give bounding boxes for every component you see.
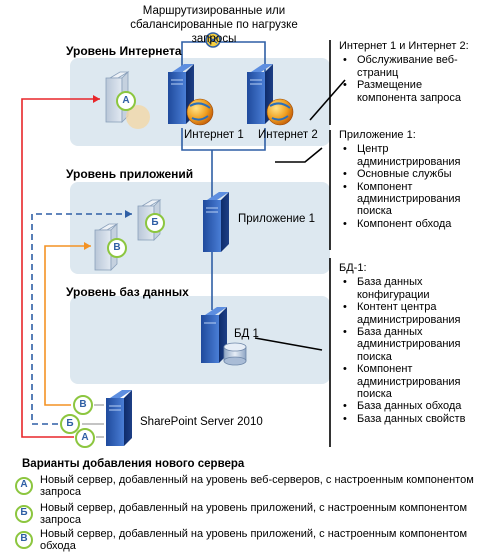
side-panel-item: Размещение компонента запроса: [343, 79, 485, 104]
legend-item-text: Новый сервер, добавленный на уровень веб…: [40, 474, 474, 498]
badge-v-icon: [15, 531, 33, 549]
routing-label: Маршрутизированные или сбалансированные …: [130, 5, 298, 45]
legend-item-text: Новый сервер, добавленный на уровень при…: [40, 528, 468, 552]
side-panel-title: БД-1:: [339, 262, 367, 274]
side-panel-item: Компонент обхода: [343, 218, 485, 231]
side-panel-database: БД-1: База данных конфигурации Контент ц…: [339, 262, 485, 426]
badge-a-connector-icon: [75, 428, 95, 448]
ghost-server-b-icon: [137, 199, 165, 241]
side-panel-item: База данных обхода: [343, 400, 485, 413]
side-panel-item: Компонент администрирования поиска: [343, 363, 485, 400]
internet1-server-icon: [168, 64, 214, 126]
legend-item-text: Новый сервер, добавленный на уровень при…: [40, 502, 468, 526]
badge-v-letter: В: [113, 242, 121, 253]
internet2-label: Интернет 2: [258, 129, 318, 141]
badge-b-icon: [15, 505, 33, 523]
db1-server-icon: [201, 307, 247, 366]
side-panel-title: Приложение 1:: [339, 129, 416, 141]
badge-a-icon: [15, 477, 33, 495]
sharepoint-server-icon: [106, 390, 132, 446]
sharepoint-label: SharePoint Server 2010: [140, 416, 263, 428]
legend-badge-letter: А: [20, 479, 28, 490]
badge-v-connector-letter: В: [79, 399, 87, 410]
database-tier-panel: [70, 296, 330, 384]
side-panel-item: База данных администрирования поиска: [343, 326, 485, 363]
side-panel-item: Центр администрирования: [343, 143, 485, 168]
side-panel-internet: Интернет 1 и Интернет 2: Обслуживание ве…: [339, 40, 485, 104]
internet1-label: Интернет 1: [184, 129, 244, 141]
badge-b-connector-letter: Б: [66, 418, 74, 429]
side-panel-item: Обслуживание веб-страниц: [343, 54, 485, 79]
badge-b-connector-icon: [60, 414, 80, 434]
legend-badge-letter: Б: [20, 507, 28, 518]
internet2-server-icon: [247, 64, 294, 126]
badge-a-connector-letter: А: [81, 432, 89, 443]
router-icon: [205, 32, 221, 48]
ghost-server-c-icon: [94, 223, 127, 271]
side-panel-item: База данных конфигурации: [343, 276, 485, 301]
database-tier-title: Уровень баз данных: [66, 285, 189, 299]
ghost-server-a-icon: [105, 71, 150, 129]
legend-badge-letter: В: [20, 533, 28, 544]
side-panel-item: Контент центра администрирования: [343, 301, 485, 326]
app1-server-icon: [203, 192, 229, 252]
db1-label: БД 1: [234, 328, 259, 340]
legend-title: Варианты добавления нового сервера: [22, 458, 245, 470]
application-tier-title: Уровень приложений: [66, 167, 194, 181]
app1-label: Приложение 1: [238, 213, 316, 225]
side-panel-item: Компонент администрирования поиска: [343, 181, 485, 218]
side-panel-item: База данных свойств: [343, 413, 485, 426]
internet-tier-title: Уровень Интернета: [66, 44, 182, 58]
badge-v-connector-icon: [73, 395, 93, 415]
badge-a-letter: А: [122, 95, 130, 106]
side-panel-item: Основные службы: [343, 168, 485, 181]
side-panel-title: Интернет 1 и Интернет 2:: [339, 40, 469, 52]
side-panel-application: Приложение 1: Центр администрирования Ос…: [339, 129, 485, 231]
badge-b-letter: Б: [151, 217, 159, 228]
